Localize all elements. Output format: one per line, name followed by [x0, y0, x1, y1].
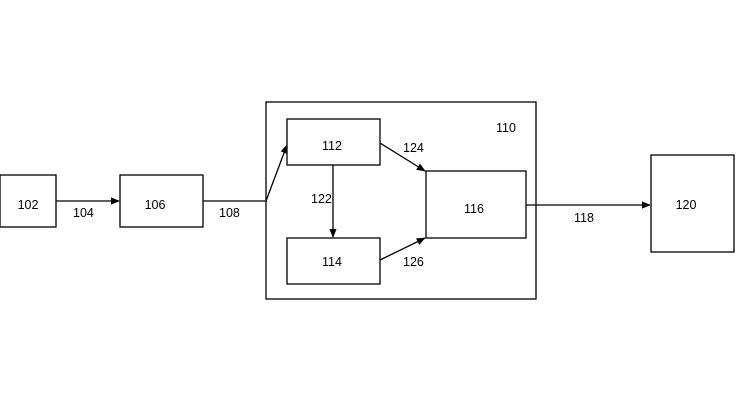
block-120-label: 120 [676, 198, 697, 212]
block-114-label: 114 [322, 255, 342, 269]
block-112-label: 112 [322, 139, 342, 153]
arrow-124 [379, 142, 426, 172]
block-120 [650, 154, 735, 253]
arrow-124-label: 124 [403, 141, 424, 155]
block-106-label: 106 [145, 198, 166, 212]
block-116 [425, 170, 527, 239]
container-110-label: 110 [496, 121, 516, 135]
arrow-108-label: 108 [219, 206, 240, 220]
block-112 [286, 118, 381, 166]
arrow-118-label: 118 [574, 211, 594, 225]
block-114 [286, 237, 381, 285]
arrow-126-label: 126 [403, 255, 424, 269]
block-102 [0, 174, 57, 228]
block-106 [119, 174, 204, 228]
block-102-label: 102 [18, 198, 39, 212]
arrow-122-label: 122 [311, 192, 332, 206]
block-116-label: 116 [464, 202, 484, 216]
arrow-126 [379, 237, 426, 261]
arrow-108 [203, 144, 288, 202]
arrow-104-label: 104 [73, 206, 94, 220]
